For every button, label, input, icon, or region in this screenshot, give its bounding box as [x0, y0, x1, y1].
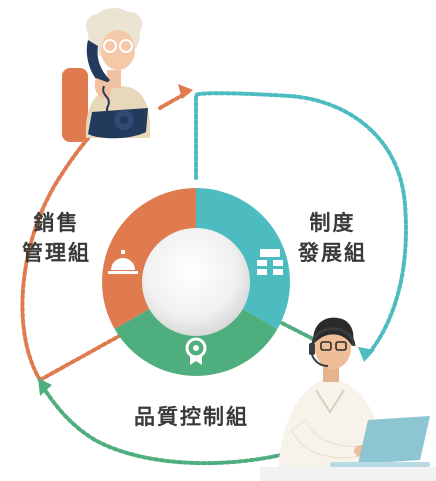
sales-label-line2: 管理組	[22, 241, 91, 265]
customer-service-agent-illustration	[260, 317, 436, 481]
quality-cycle-arrow	[43, 388, 302, 466]
system-label-line2: 發展組	[298, 241, 367, 265]
service-bell-icon	[108, 250, 138, 274]
award-badge-icon	[185, 337, 207, 365]
system-cycle-arrow	[194, 91, 408, 354]
quality-control-label: 品質控制組	[134, 402, 249, 432]
sales-management-label: 銷售 管理組	[22, 208, 91, 268]
org-chart-icon	[257, 249, 283, 275]
system-arrowhead	[358, 347, 375, 362]
process-ring	[102, 188, 290, 376]
system-label-line1: 制度	[309, 211, 356, 235]
elderly-woman-phone-illustration	[62, 8, 151, 142]
sales-arrowhead	[178, 84, 193, 99]
quality-arrowhead	[38, 378, 52, 396]
system-development-label: 制度 發展組	[298, 208, 367, 268]
sales-label-line1: 銷售	[33, 211, 80, 235]
ring-center	[142, 228, 250, 336]
quality-label-text: 品質控制組	[134, 405, 249, 429]
